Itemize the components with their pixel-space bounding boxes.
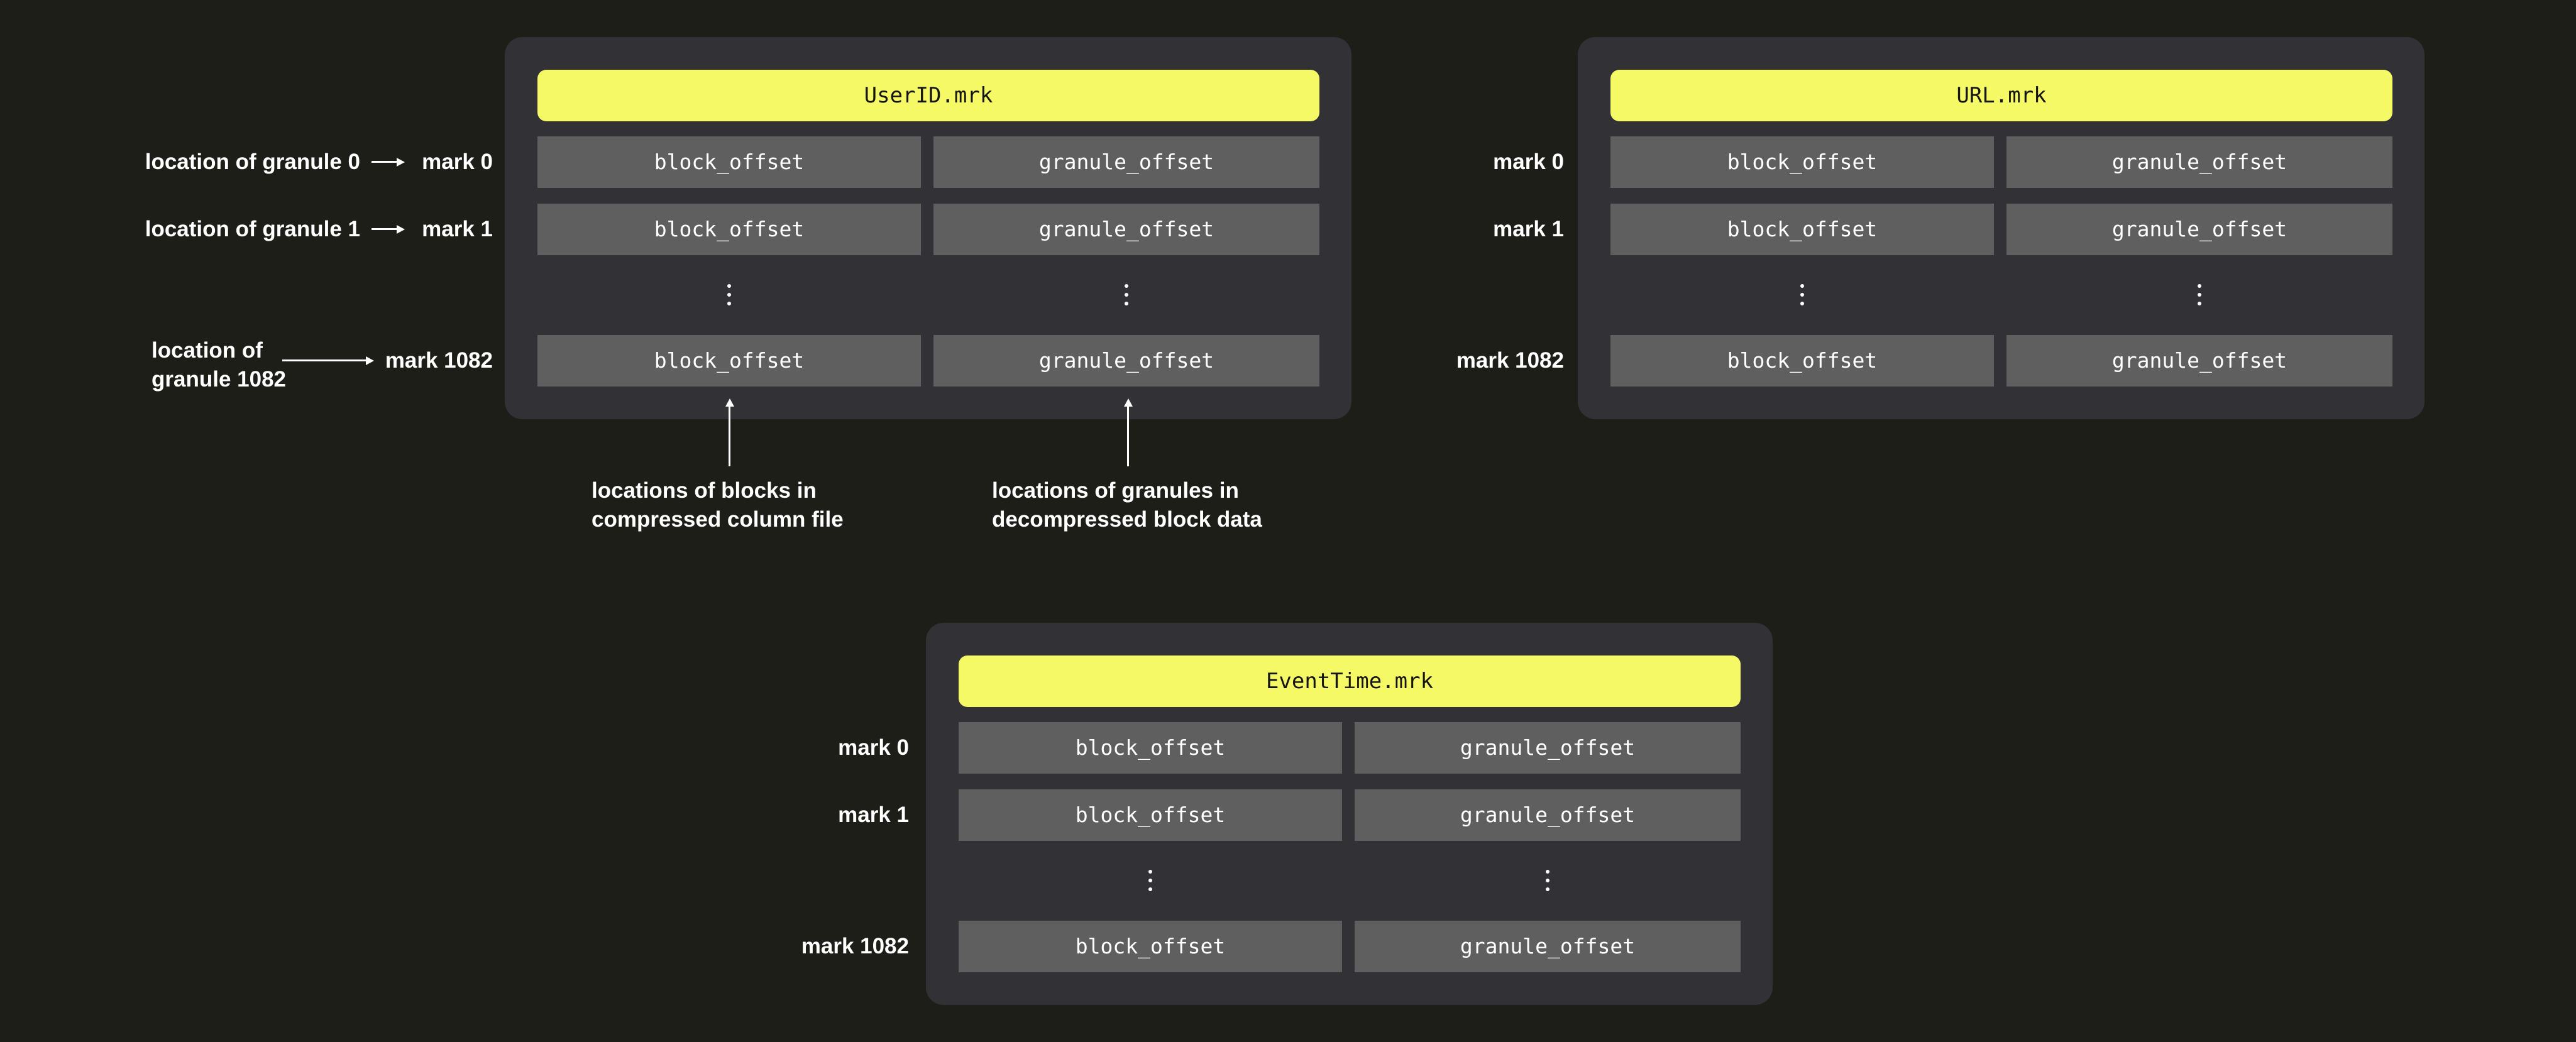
ellipsis-icon bbox=[1546, 870, 1549, 891]
cell-granule-offset: granule_offset bbox=[1355, 921, 1741, 972]
cell-granule-offset: granule_offset bbox=[2006, 204, 2392, 255]
cell-granule-offset: granule_offset bbox=[2006, 335, 2392, 387]
arrow-up-icon bbox=[1127, 407, 1129, 466]
mark-label: mark 0 bbox=[838, 735, 909, 760]
annotation-line: compressed column file bbox=[592, 507, 844, 532]
mark-label: mark 0 bbox=[1493, 150, 1564, 174]
mark-label: mark 1 bbox=[422, 217, 493, 241]
cell-granule-offset: granule_offset bbox=[933, 204, 1319, 255]
cell-block-offset: block_offset bbox=[959, 789, 1342, 841]
mark-label: mark 1082 bbox=[385, 348, 493, 373]
mark-label: mark 1082 bbox=[1456, 348, 1564, 373]
panel-eventtime-mrk: EventTime.mrk block_offset granule_offse… bbox=[926, 623, 1773, 1005]
annotation-block-offsets: locations of blocks in compressed column… bbox=[592, 476, 844, 534]
cell-block-offset: block_offset bbox=[959, 921, 1342, 972]
mrk-file-header: EventTime.mrk bbox=[959, 655, 1741, 707]
annotation-granule-offsets: locations of granules in decompressed bl… bbox=[992, 476, 1262, 534]
arrow-right-icon bbox=[282, 359, 366, 361]
cell-granule-offset: granule_offset bbox=[933, 335, 1319, 387]
arrow-right-icon bbox=[372, 228, 397, 230]
mark-label: mark 0 bbox=[422, 150, 493, 174]
panel-userid-mrk: UserID.mrk block_offset granule_offset b… bbox=[505, 37, 1351, 419]
arrow-up-icon bbox=[729, 407, 730, 466]
ellipsis-icon bbox=[1125, 284, 1128, 305]
cell-block-offset: block_offset bbox=[959, 722, 1342, 774]
ellipsis-icon bbox=[727, 284, 731, 305]
cell-granule-offset: granule_offset bbox=[1355, 789, 1741, 841]
cell-block-offset: block_offset bbox=[1610, 204, 1994, 255]
mark-label: mark 1 bbox=[1493, 217, 1564, 241]
annotation-granule-1: location of granule 1 bbox=[145, 217, 360, 241]
cell-granule-offset: granule_offset bbox=[1355, 722, 1741, 774]
ellipsis-icon bbox=[1800, 284, 1804, 305]
annotation-line: locations of granules in bbox=[992, 478, 1239, 503]
annotation-granule-1082: location of granule 1082 bbox=[151, 336, 286, 394]
cell-block-offset: block_offset bbox=[537, 204, 921, 255]
annotation-granule-0: location of granule 0 bbox=[145, 150, 360, 174]
annotation-line: locations of blocks in bbox=[592, 478, 817, 503]
cell-block-offset: block_offset bbox=[1610, 136, 1994, 188]
cell-block-offset: block_offset bbox=[1610, 335, 1994, 387]
cell-block-offset: block_offset bbox=[537, 136, 921, 188]
annotation-line: location of bbox=[151, 338, 263, 363]
cell-granule-offset: granule_offset bbox=[933, 136, 1319, 188]
ellipsis-icon bbox=[2198, 284, 2201, 305]
arrow-right-icon bbox=[372, 161, 397, 163]
mrk-file-header: UserID.mrk bbox=[537, 70, 1319, 121]
cell-granule-offset: granule_offset bbox=[2006, 136, 2392, 188]
mrk-file-header: URL.mrk bbox=[1610, 70, 2392, 121]
panel-url-mrk: URL.mrk block_offset granule_offset bloc… bbox=[1578, 37, 2425, 419]
annotation-line: granule 1082 bbox=[151, 367, 286, 392]
mark-label: mark 1082 bbox=[801, 934, 909, 958]
cell-block-offset: block_offset bbox=[537, 335, 921, 387]
mark-label: mark 1 bbox=[838, 803, 909, 827]
annotation-line: decompressed block data bbox=[992, 507, 1262, 532]
ellipsis-icon bbox=[1148, 870, 1152, 891]
